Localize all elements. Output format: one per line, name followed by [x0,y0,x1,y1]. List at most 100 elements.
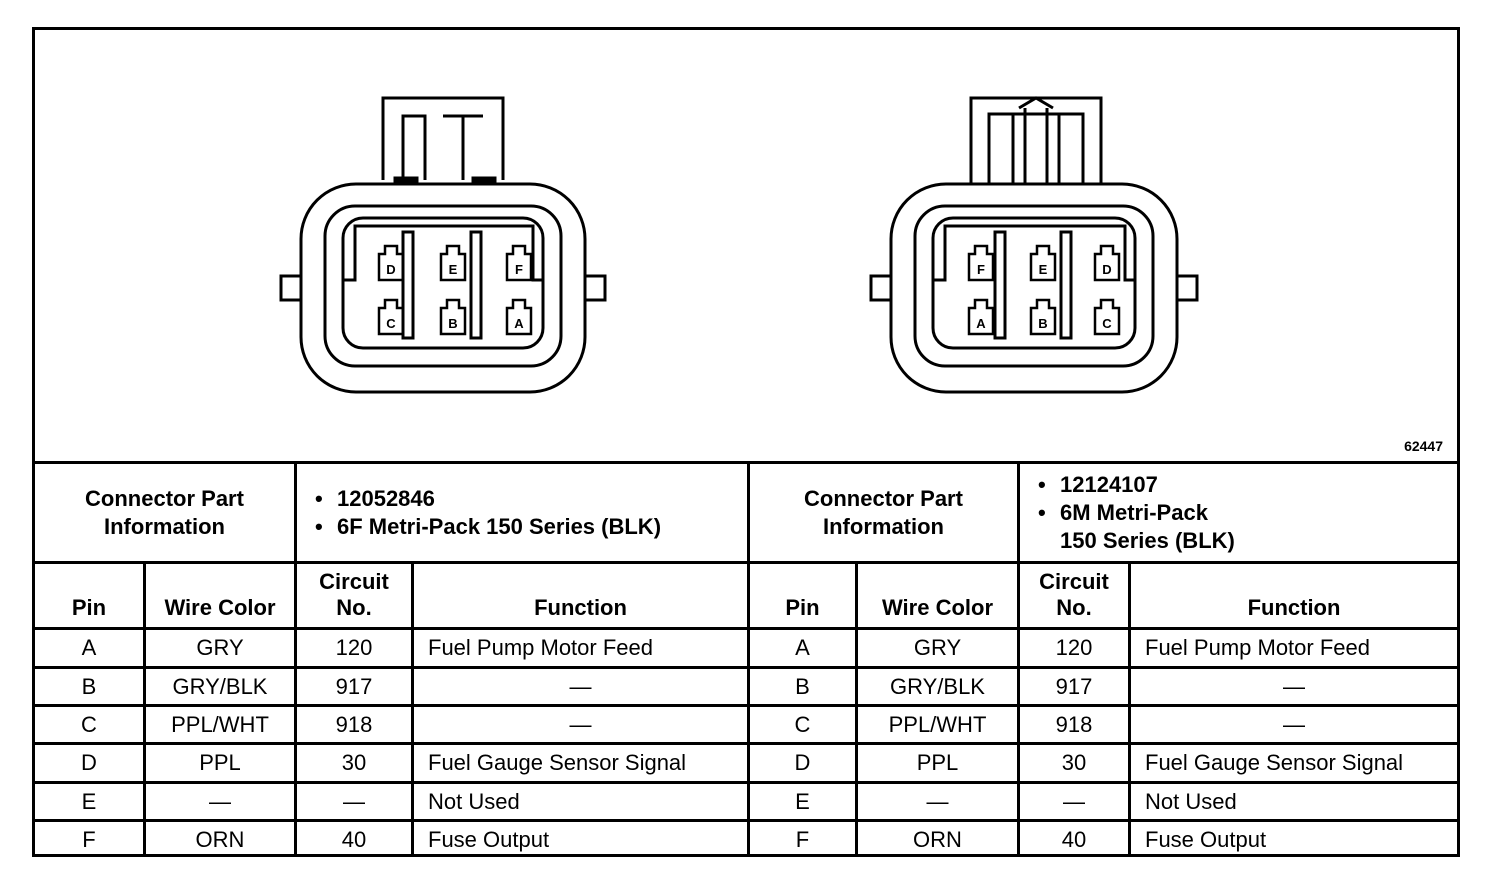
circuit-cell: 917 [335,674,373,699]
circuit-cell: 30 [341,750,367,775]
connector-pin: C [377,298,405,336]
row-divider [35,704,1457,707]
function-cell: Fuel Pump Motor Feed [428,635,653,660]
connector-pin: F [505,244,533,282]
right-connector-part-info: 12124107 6M Metri-Pack 150 Series (BLK) [1020,464,1457,561]
pin-cell: B [795,674,810,699]
circuit-cell: — [1063,789,1085,814]
circuit-cell: 918 [335,712,373,737]
column-divider [1128,561,1131,857]
wire-color-cell: GRY [913,635,962,660]
column-divider [1017,461,1020,857]
pin-label: D [386,262,395,277]
function-cell: Fuse Output [1145,827,1267,852]
col-header-function: Function [534,595,627,620]
connector-pin: F [967,244,995,282]
circuit-cell: 120 [335,635,373,660]
header-line: Connector Part [85,485,244,511]
wire-color-cell: ORN [195,827,245,852]
circuit-cell: — [343,789,365,814]
pin-label: B [448,316,457,331]
connector-pin: B [1029,298,1057,336]
row-divider [35,819,1457,822]
column-divider [747,461,750,857]
column-divider [294,461,297,857]
circuit-cell: 120 [1055,635,1093,660]
wire-color-cell: GRY [196,635,244,660]
wire-color-cell: — [209,789,231,814]
pin-cell: D [794,750,811,775]
table-top-border [35,461,1457,464]
pin-label: C [386,316,396,331]
right-part-number: 12124107 [1038,471,1457,499]
function-cell: — [1283,674,1305,699]
pin-label: A [976,316,986,331]
pin-label: E [449,262,458,277]
pin-label: C [1102,316,1112,331]
pin-label: B [1038,316,1047,331]
column-divider [143,561,146,857]
pin-cell: D [81,750,97,775]
wire-color-cell: GRY/BLK [172,674,268,699]
function-cell: Not Used [1145,789,1237,814]
connector-drawings: D E F C B A F E D A B C [279,96,1199,394]
pin-cell: B [81,674,97,699]
pin-cell: C [794,712,811,737]
connector-pin: C [1093,298,1121,336]
function-cell: Not Used [428,789,520,814]
col-header-wire-color: Wire Color [164,595,276,620]
row-divider [35,781,1457,784]
connector-pin: B [439,298,467,336]
pin-cell: C [81,712,97,737]
figure-number: 62447 [1404,438,1443,454]
pin-cell: F [82,827,96,852]
table-header-divider [35,627,1457,630]
wire-color-cell: — [926,789,949,814]
circuit-cell: 40 [1061,827,1087,852]
wire-color-cell: ORN [913,827,962,852]
pin-cell: E [81,789,97,814]
pin-cell: A [795,635,810,660]
pin-label: E [1039,262,1048,277]
left-part-description: 6F Metri-Pack 150 Series (BLK) [315,513,747,541]
col-header-wire-color: Wire Color [881,595,994,620]
function-cell: — [569,674,592,699]
pin-label: F [515,262,523,277]
right-connector-info-header: Connector Part Information [750,464,1017,561]
left-connector-face [279,96,607,394]
left-connector-part-info: 12052846 6F Metri-Pack 150 Series (BLK) [297,464,747,561]
circuit-cell: 30 [1061,750,1087,775]
column-divider [855,561,858,857]
pin-label: D [1102,262,1111,277]
circuit-cell: 918 [1055,712,1093,737]
wire-color-cell: PPL/WHT [171,712,269,737]
left-connector-info-header: Connector Part Information [35,464,294,561]
function-cell: Fuse Output [428,827,550,852]
right-connector-face [869,96,1199,394]
connector-pin: E [1029,244,1057,282]
pin-label: F [977,262,985,277]
row-divider [35,742,1457,745]
pin-cell: F [795,827,810,852]
col-header-pin: Pin [71,595,107,620]
header-line: Information [823,513,944,539]
connector-pin: D [377,244,405,282]
wire-color-cell: PPL/WHT [888,712,987,737]
function-cell: Fuel Pump Motor Feed [1145,635,1370,660]
wire-color-cell: PPL [916,750,959,775]
function-cell: Fuel Gauge Sensor Signal [1145,750,1404,775]
table-info-divider [35,561,1457,564]
col-header-pin: Pin [785,595,820,620]
connector-pin: A [967,298,995,336]
right-part-description: 6M Metri-Pack [1038,499,1457,527]
connector-pin: D [1093,244,1121,282]
pin-label: A [514,316,524,331]
wire-color-cell: PPL [199,750,241,775]
col-header-function: Function [1247,595,1341,620]
pin-cell: A [81,635,97,660]
header-line: Information [104,513,225,539]
right-part-description-cont: 150 Series (BLK) [1060,527,1235,553]
